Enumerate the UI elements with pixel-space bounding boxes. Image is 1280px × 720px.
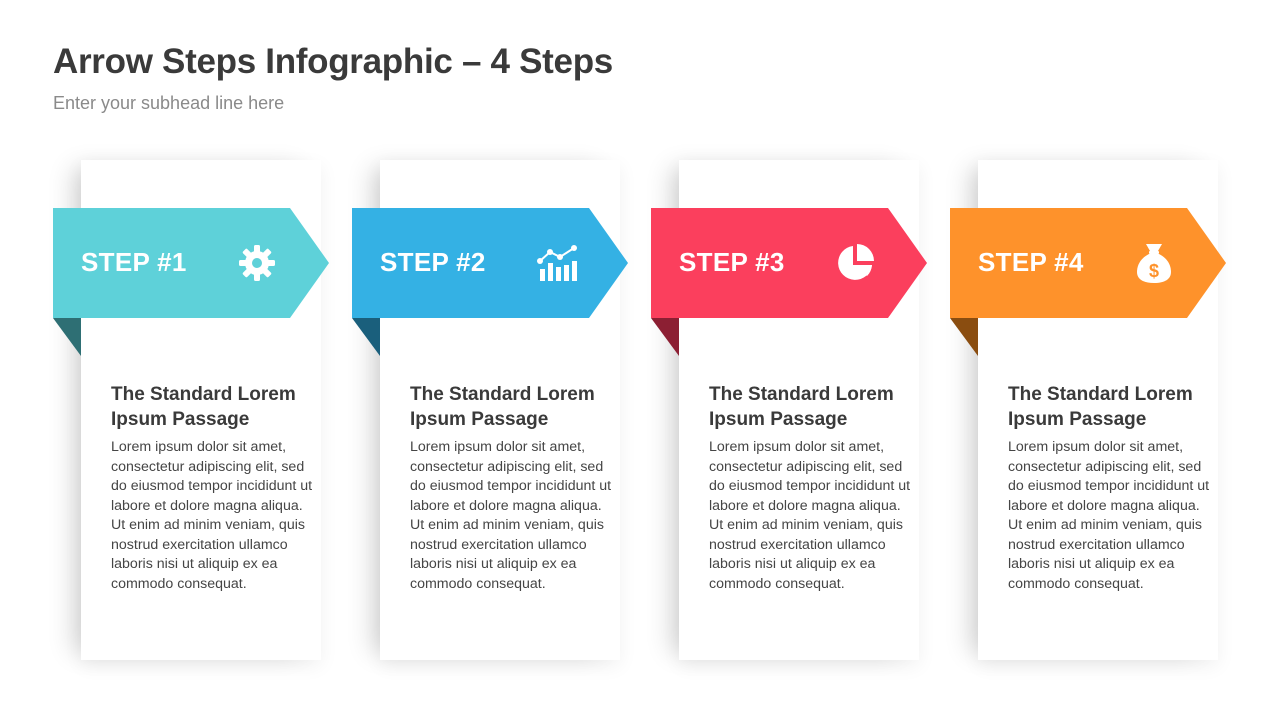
money-bag-icon: $ xyxy=(1132,241,1176,285)
step-4-arrow-banner: STEP #4 $ xyxy=(950,208,1226,318)
step-2-fold xyxy=(352,318,380,356)
step-1-body: Lorem ipsum dolor sit amet, consectetur … xyxy=(111,439,313,592)
step-2-label: STEP #2 xyxy=(380,247,486,277)
pie-chart-icon xyxy=(833,241,877,285)
step-3-body: Lorem ipsum dolor sit amet, consectetur … xyxy=(709,439,911,592)
step-2-body: Lorem ipsum dolor sit amet, consectetur … xyxy=(410,439,612,592)
step-1-label: STEP #1 xyxy=(81,247,187,277)
step-1-fold xyxy=(53,318,81,356)
step-1-arrow-banner: STEP #1 xyxy=(53,208,329,318)
step-4-heading: The Standard Lorem Ipsum Passage xyxy=(1008,384,1193,430)
step-4-label: STEP #4 xyxy=(978,247,1084,277)
page-subhead: Enter your subhead line here xyxy=(53,93,285,113)
step-3-fold xyxy=(651,318,679,356)
step-4-body: Lorem ipsum dolor sit amet, consectetur … xyxy=(1008,439,1210,592)
svg-text:$: $ xyxy=(1149,261,1159,281)
step-3-arrow-banner: STEP #3 xyxy=(651,208,927,318)
page-title: Arrow Steps Infographic – 4 Steps xyxy=(53,42,613,81)
step-3-heading: The Standard Lorem Ipsum Passage xyxy=(709,384,894,430)
step-4-fold xyxy=(950,318,978,356)
step-2-heading: The Standard Lorem Ipsum Passage xyxy=(410,384,595,430)
step-3-label: STEP #3 xyxy=(679,247,785,277)
step-2-arrow-banner: STEP #2 xyxy=(352,208,628,318)
step-1-heading: The Standard Lorem Ipsum Passage xyxy=(111,384,296,430)
gear-icon xyxy=(235,241,279,285)
bar-chart-trend-icon xyxy=(534,241,578,285)
